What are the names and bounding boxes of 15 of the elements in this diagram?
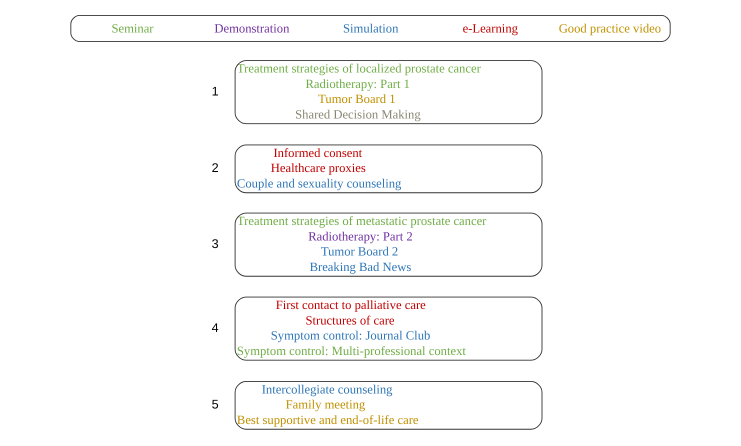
legend-label: Demonstration <box>214 21 290 36</box>
node-label: 5 <box>212 398 219 412</box>
legend-label: Simulation <box>342 21 398 36</box>
node-label: 2 <box>212 161 219 176</box>
node-box: Treatment strategies of localized prostate cancer Radiotherapy: Part 1 Tumor Board 1 Shared Decision Making <box>234 60 542 124</box>
legend-label: Seminar <box>111 21 154 36</box>
node-label: 3 <box>212 237 219 251</box>
node-label: 4 <box>212 320 219 335</box>
node-box: Treatment strategies of metastatic prostate cancer Radiotherapy: Part 2 Tumor Board 2 Breaking Bad News <box>234 212 542 277</box>
node-box: First contact to palliative care Structures of care Symptom control: Journal Club Symptom control: Multi-professional context <box>234 296 542 361</box>
node-box: Informed consent Healthcare proxies Couple and sexuality counseling <box>234 144 542 194</box>
legend-label: Good practice video <box>558 21 662 36</box>
node-label: 1 <box>212 84 219 98</box>
legend-label: e-Learning <box>462 21 518 36</box>
node-box: Intercollegiate counseling Family meeting Best supportive and end-of-life care <box>234 380 542 430</box>
